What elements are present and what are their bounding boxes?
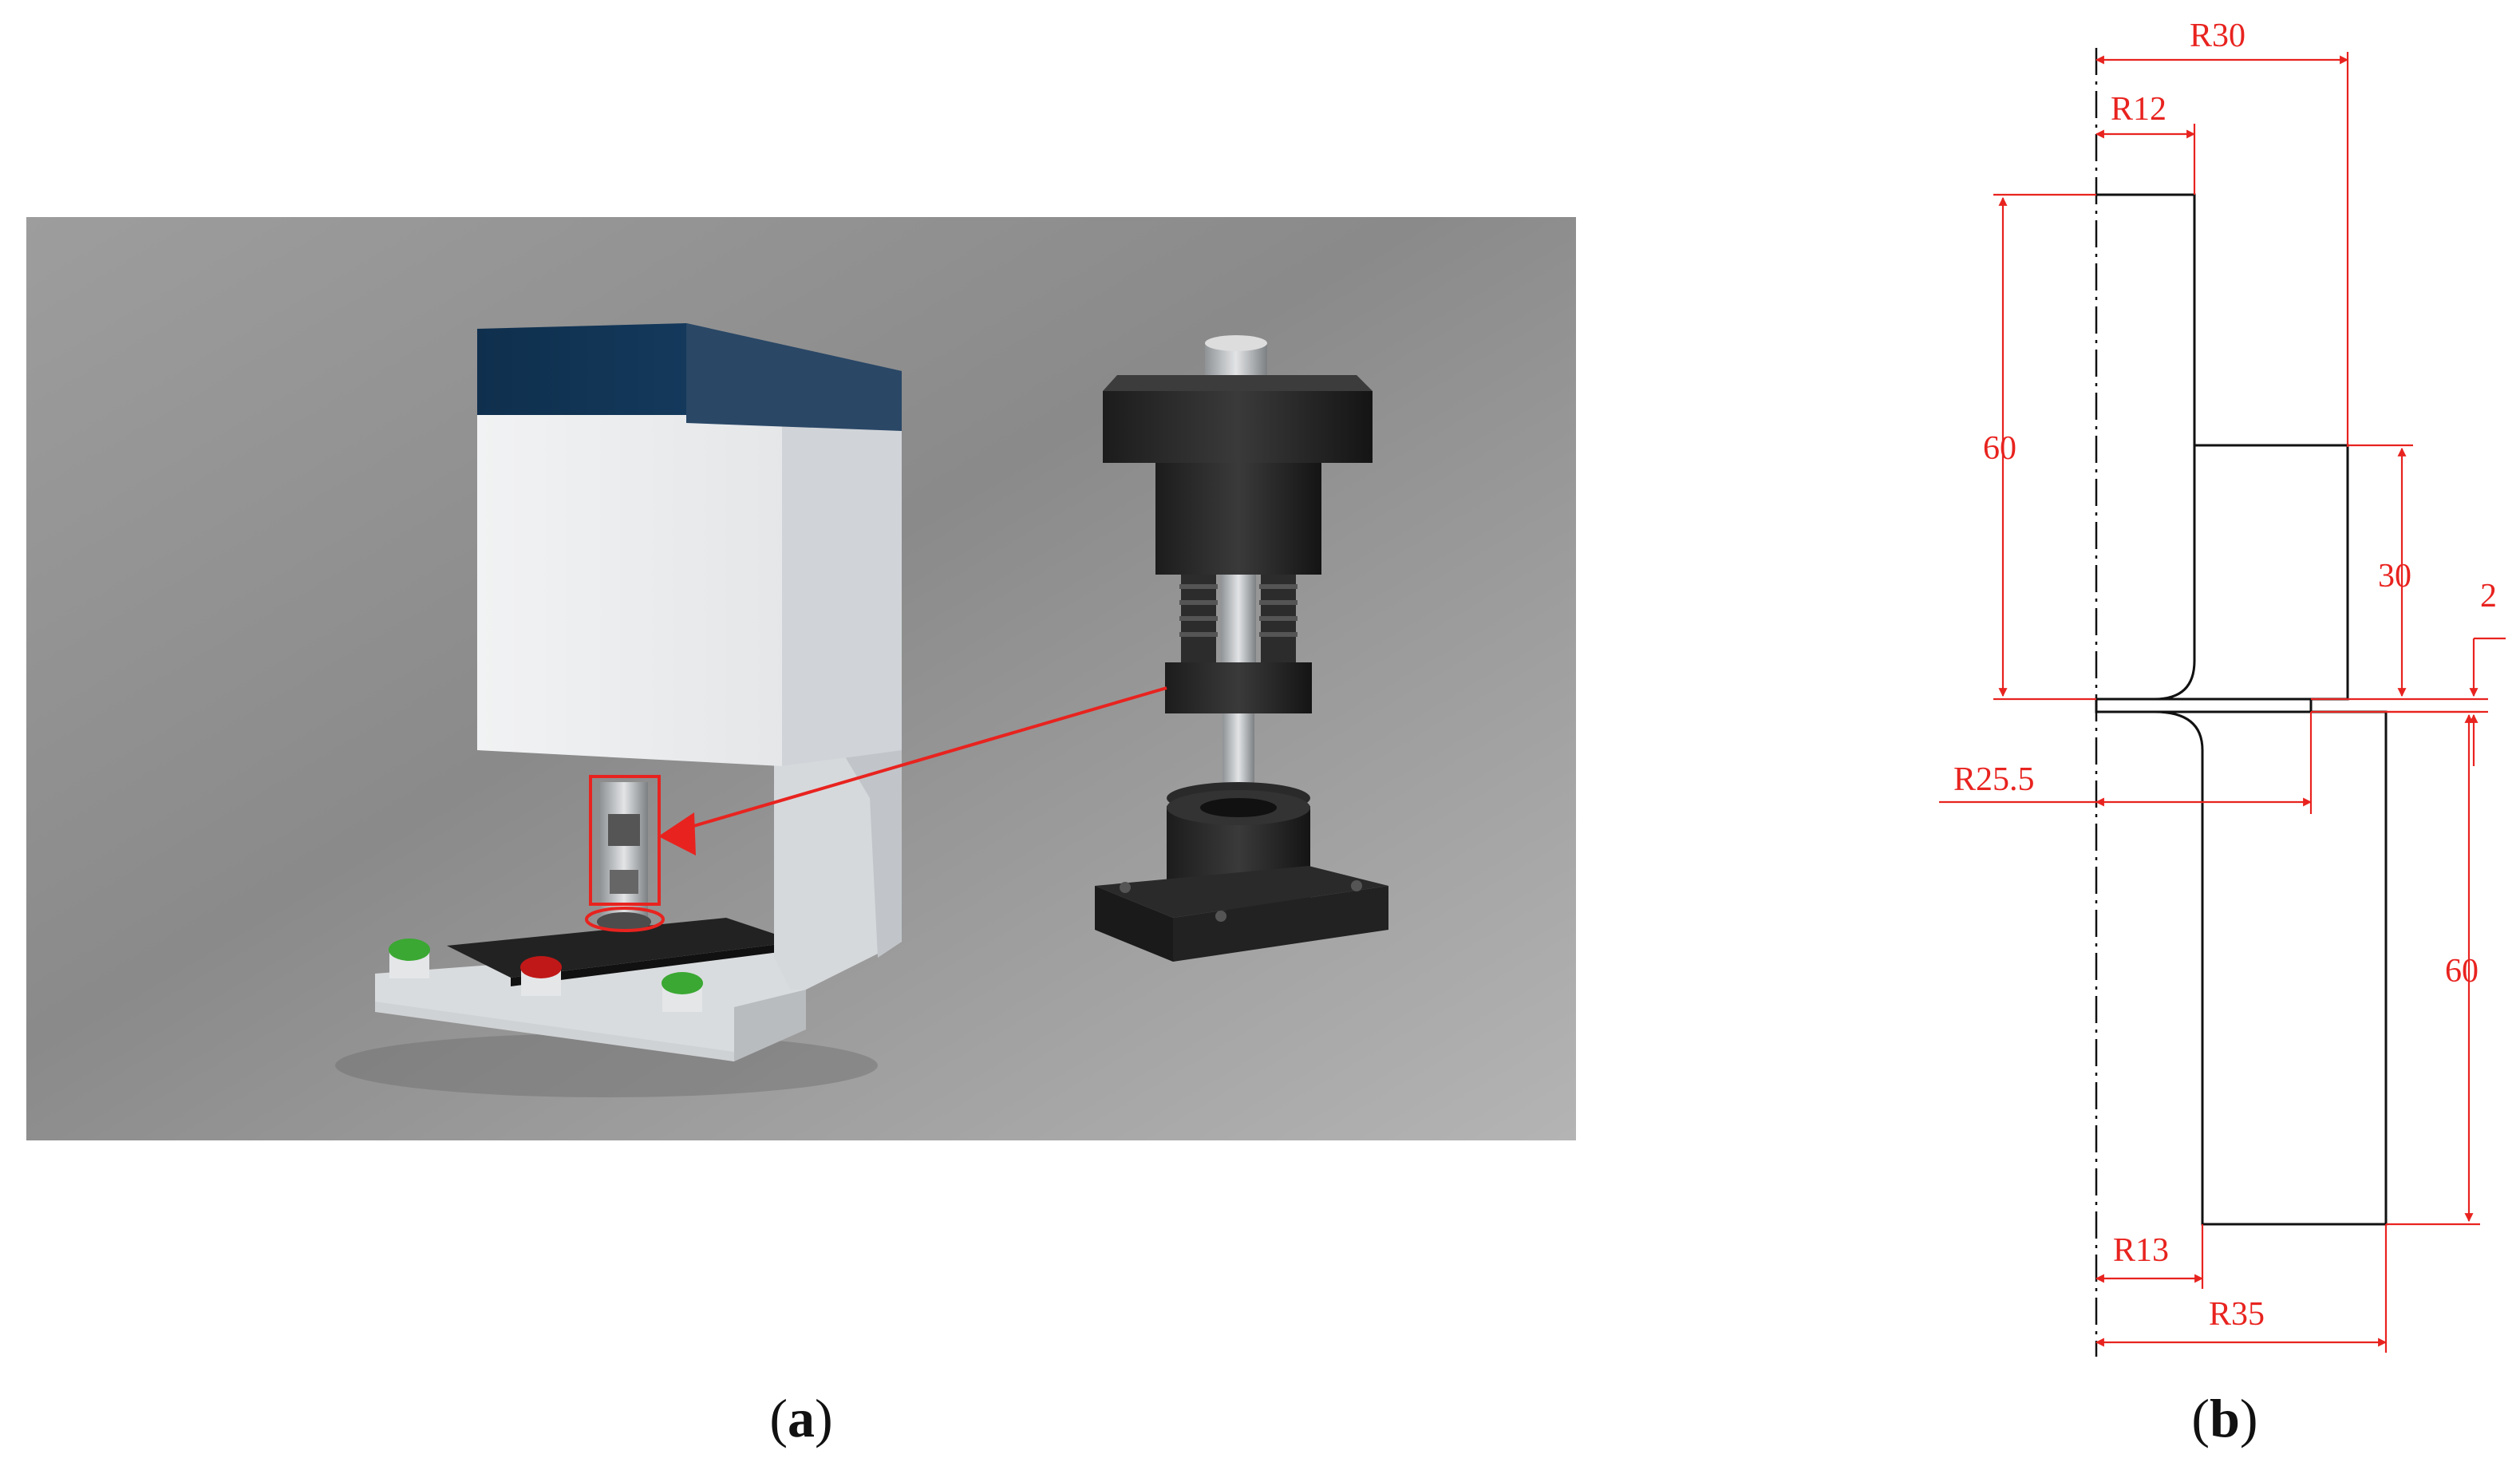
highlight-box [589, 775, 661, 906]
dim-60-bottom: 60 [2445, 953, 2479, 990]
press-base [375, 942, 806, 1061]
dim-r25-5: R25.5 [1953, 761, 2035, 798]
caption-b: (b) [2191, 1388, 2257, 1448]
dim-r35: R35 [2209, 1296, 2265, 1333]
dim-2: 2 [2480, 578, 2497, 614]
button-green-left [389, 939, 430, 978]
dim-30: 30 [2378, 558, 2411, 595]
highlight-ellipse [585, 907, 665, 932]
dim-r13: R13 [2113, 1232, 2169, 1269]
button-green-right [662, 972, 703, 1012]
die-set-exploded [1095, 335, 1388, 962]
caption-a: (a) [769, 1388, 832, 1448]
button-red [520, 956, 562, 996]
dim-r12: R12 [2111, 91, 2166, 128]
panel-b-drawing: R30 R12 60 30 2 R25.5 60 R13 R35 [1939, 18, 2506, 1357]
dimensions [1939, 52, 2506, 1353]
dim-r30: R30 [2190, 18, 2245, 54]
dim-60-top: 60 [1983, 430, 2016, 467]
press-housing [477, 323, 902, 766]
punch-assembly [597, 782, 651, 931]
part-outline [2095, 193, 2388, 1226]
leader-arrow [666, 686, 1167, 836]
leader-arrowhead [658, 812, 696, 856]
panel-a-render [26, 217, 1576, 1140]
